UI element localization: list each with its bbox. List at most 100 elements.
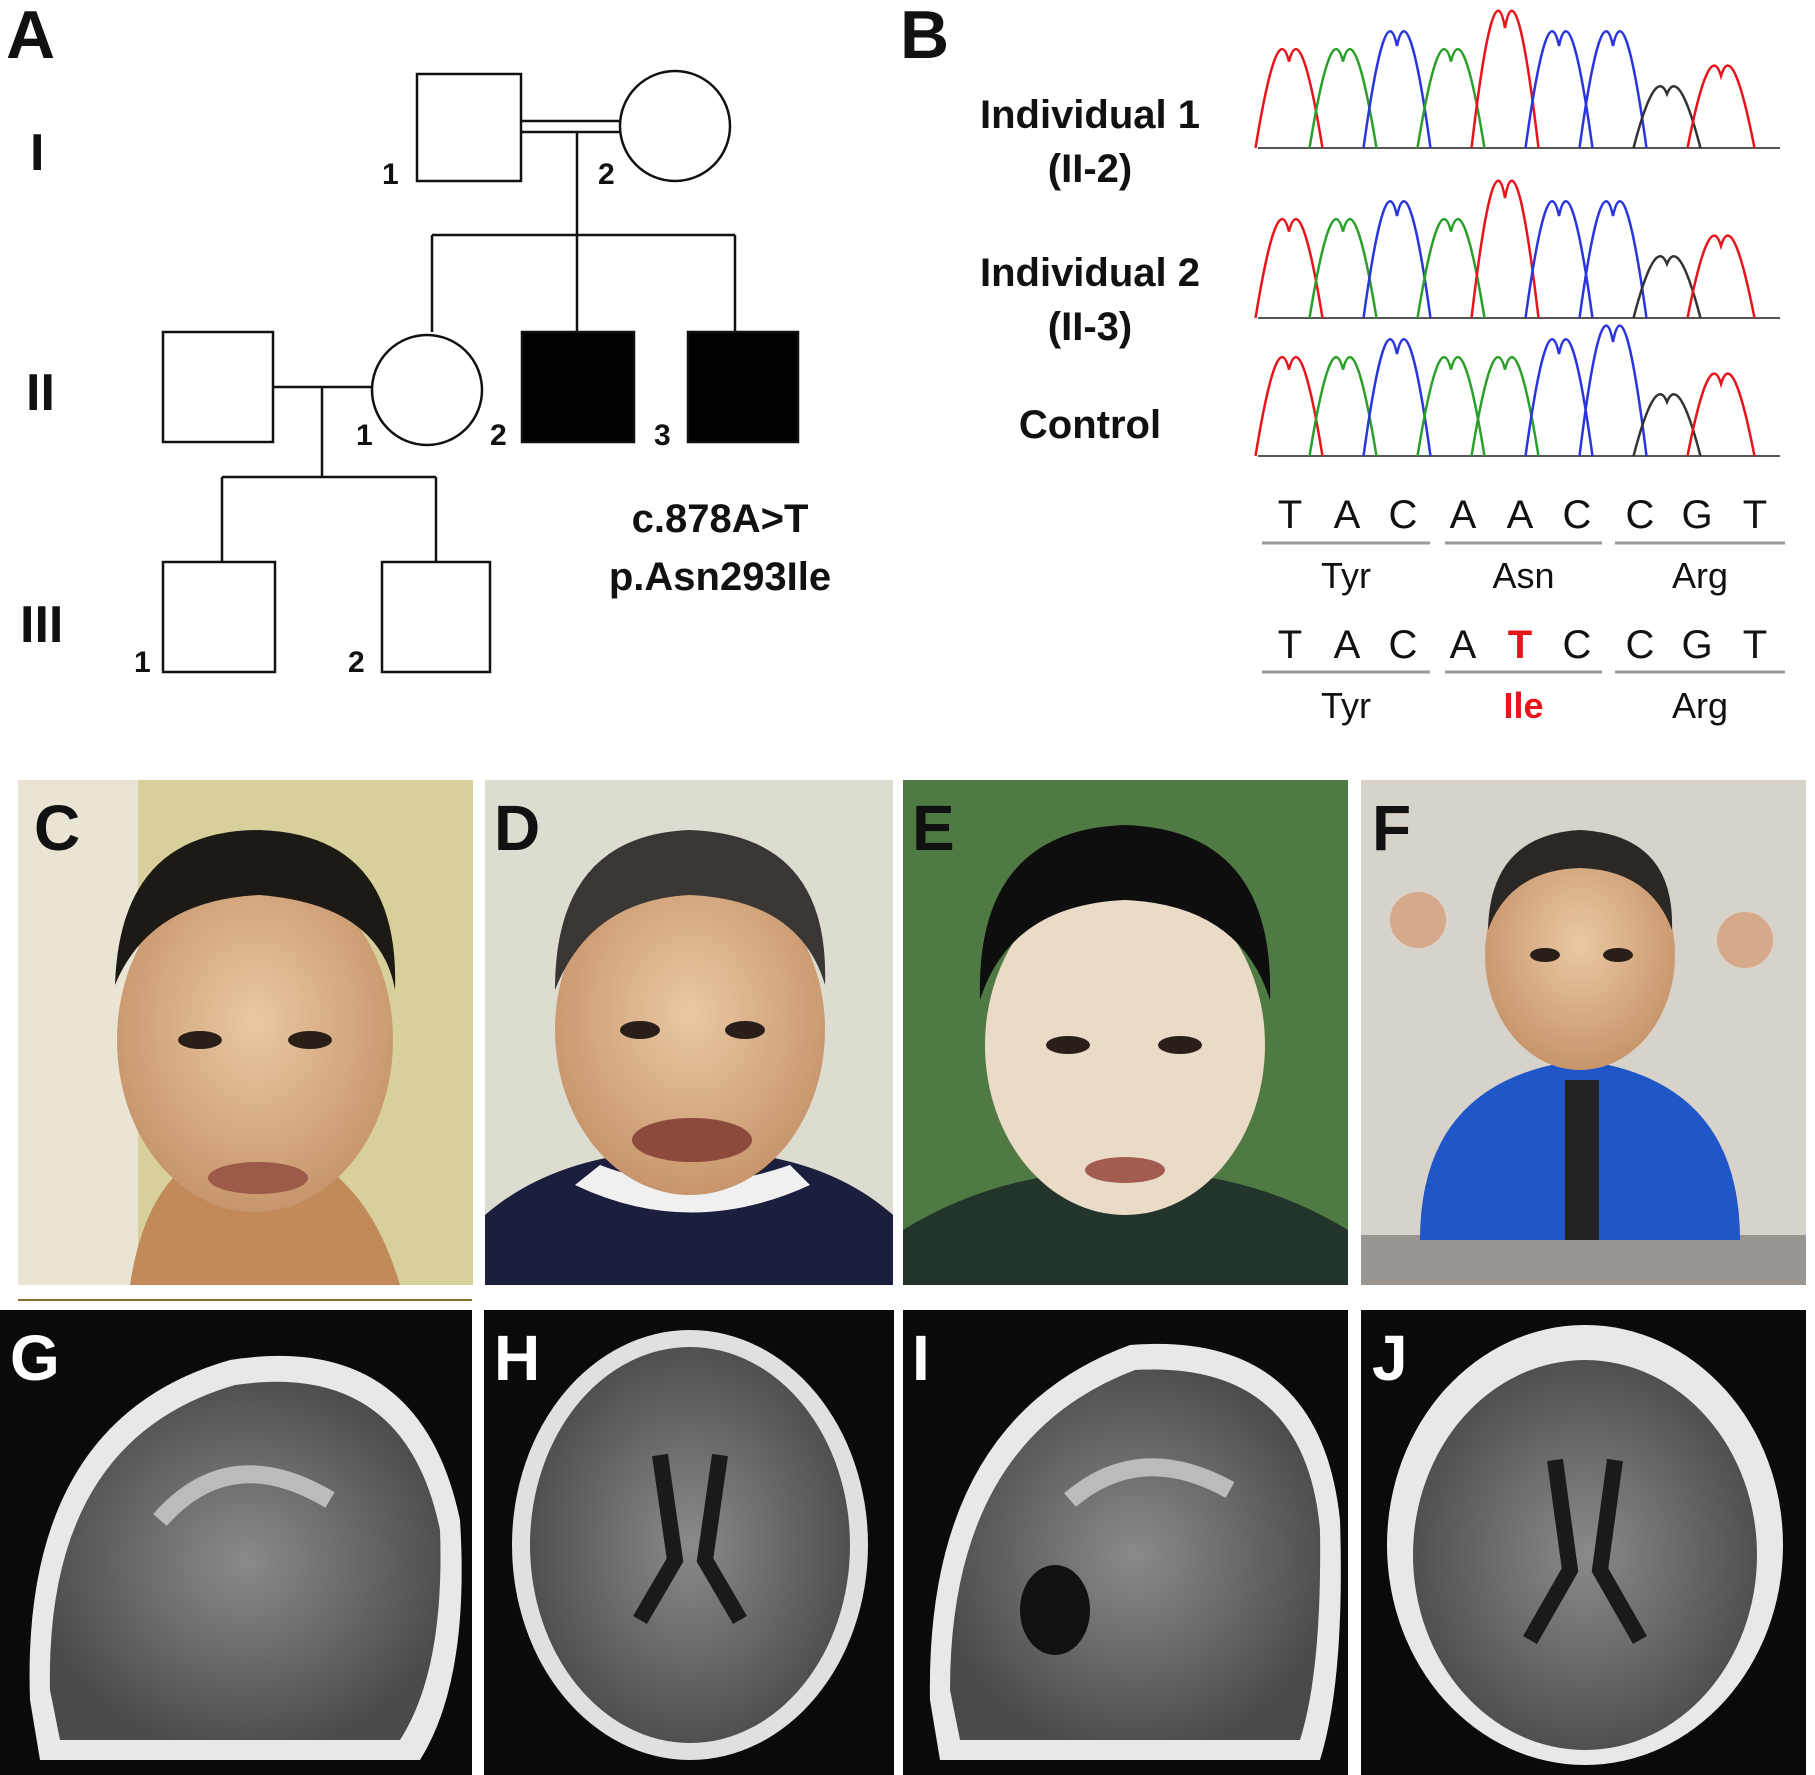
photo-panel-d: D	[485, 780, 893, 1285]
sequence-base: A	[1507, 493, 1534, 537]
panel-label-c: C	[34, 792, 80, 864]
panel-label-j: J	[1372, 1322, 1408, 1394]
trace-peak-C	[1362, 30, 1432, 149]
trace-peak-A	[1308, 356, 1378, 457]
mri-j-brain	[1413, 1360, 1757, 1750]
mri-i-sinus	[1020, 1565, 1090, 1655]
photo-panel-c: C	[18, 780, 473, 1285]
sequence-base: T	[1743, 493, 1767, 537]
trace-peak-A	[1416, 356, 1486, 457]
trace-peak-C	[1362, 200, 1432, 319]
panel-label-h: H	[494, 1322, 540, 1394]
trace-peak-G	[1632, 392, 1702, 457]
sequence-base: T	[1508, 623, 1532, 667]
row-label-control: Control	[1019, 403, 1161, 447]
trace-peak-T	[1686, 234, 1756, 319]
photo-d-eye-left	[620, 1021, 660, 1039]
panel-label-f: F	[1372, 792, 1411, 864]
photo-e-mouth	[1085, 1157, 1165, 1183]
trace-peak-T	[1254, 218, 1324, 319]
photo-e-face	[985, 875, 1265, 1215]
sequence-base: A	[1450, 623, 1477, 667]
trace-peak-C	[1578, 200, 1648, 319]
photo-panel-e: E	[903, 780, 1348, 1285]
mri-panel-h: H	[484, 1310, 894, 1775]
female-symbol-i2	[618, 69, 732, 183]
panel-label-e: E	[912, 792, 955, 864]
sequence-base: C	[1626, 493, 1655, 537]
mri-h-brain	[530, 1347, 850, 1743]
trace-peak-A	[1416, 48, 1486, 149]
photo-e-eye-left	[1046, 1036, 1090, 1054]
photo-f-eye-right	[1603, 948, 1633, 962]
sequence-base: A	[1334, 623, 1361, 667]
pedigree-panel: A I II III 1 2 1 2 3 1 2	[6, 0, 831, 679]
sequence-base: T	[1743, 623, 1767, 667]
sequence-base: A	[1450, 493, 1477, 537]
panel-label-i: I	[912, 1322, 930, 1394]
panel-label-d: D	[494, 792, 540, 864]
trace-peak-T	[1254, 48, 1324, 149]
panel-label-a: A	[6, 0, 55, 73]
codon-amino-acid: Tyr	[1321, 685, 1371, 726]
mri-panel-i: I	[903, 1310, 1348, 1775]
male-symbol-ii-spouse	[161, 330, 275, 444]
row-label-individual-2: Individual 2	[980, 251, 1200, 295]
photo-e-eye-right	[1158, 1036, 1202, 1054]
mri-panel-g: G	[0, 1310, 472, 1775]
generation-label-2: II	[26, 364, 55, 422]
trace-peak-A	[1470, 356, 1540, 457]
row-sublabel-individual-2: (II-3)	[1048, 305, 1132, 349]
mri-g-corpus-callosum	[153, 1465, 335, 1527]
codon-amino-acid: Tyr	[1321, 555, 1371, 596]
photo-c-eye-right	[288, 1031, 332, 1049]
mri-i-corpus-callosum	[1064, 1458, 1235, 1507]
sequence-base: C	[1626, 623, 1655, 667]
photo-c-face	[117, 868, 393, 1212]
photo-c-eye-left	[178, 1031, 222, 1049]
trace-peak-T	[1686, 372, 1756, 457]
trace-peak-C	[1524, 200, 1594, 319]
trace-peak-G	[1632, 254, 1702, 319]
trace-peak-T	[1470, 9, 1540, 149]
trace-peak-T	[1254, 356, 1324, 457]
generation-label-1: I	[30, 124, 44, 182]
sequence-base: T	[1278, 623, 1302, 667]
photo-e-hair	[979, 825, 1271, 1000]
mri-panel-j: J	[1361, 1310, 1806, 1775]
mutation-protein: p.Asn293Ile	[609, 555, 831, 599]
photo-f-face	[1485, 840, 1675, 1070]
photo-f-fist-left	[1390, 892, 1446, 948]
trace-peak-C	[1578, 324, 1648, 457]
trace-peak-A	[1308, 218, 1378, 319]
trace-peak-C	[1524, 338, 1594, 457]
trace-peak-C	[1578, 30, 1648, 149]
number-iii2: 2	[348, 646, 365, 679]
row-sublabel-individual-1: (II-2)	[1048, 147, 1132, 191]
trace-peak-A	[1308, 48, 1378, 149]
number-ii3: 3	[654, 419, 671, 452]
photo-f-zipper	[1565, 1080, 1599, 1240]
sequence-base: G	[1681, 623, 1712, 667]
codon-amino-acid: Asn	[1492, 555, 1554, 596]
sequence-base: C	[1389, 493, 1418, 537]
photo-panel-f: F	[1361, 780, 1806, 1285]
generation-label-3: III	[20, 596, 63, 654]
codon-amino-acid: Arg	[1672, 555, 1728, 596]
trace-peak-T	[1686, 64, 1756, 149]
number-iii1: 1	[134, 646, 151, 679]
photo-d-hair	[555, 830, 826, 990]
affected-male-symbol-ii2	[520, 330, 636, 444]
photo-c-mouth	[208, 1162, 308, 1194]
trace-peak-T	[1470, 179, 1540, 319]
sequence-base: C	[1389, 623, 1418, 667]
photo-e-shirt	[903, 1170, 1348, 1285]
sequence-base: C	[1563, 493, 1592, 537]
photo-c-hair	[115, 830, 396, 990]
female-symbol-ii1	[370, 333, 484, 447]
sequence-base: T	[1278, 493, 1302, 537]
row-label-individual-1: Individual 1	[980, 93, 1200, 137]
panel-label-g: G	[10, 1322, 60, 1394]
